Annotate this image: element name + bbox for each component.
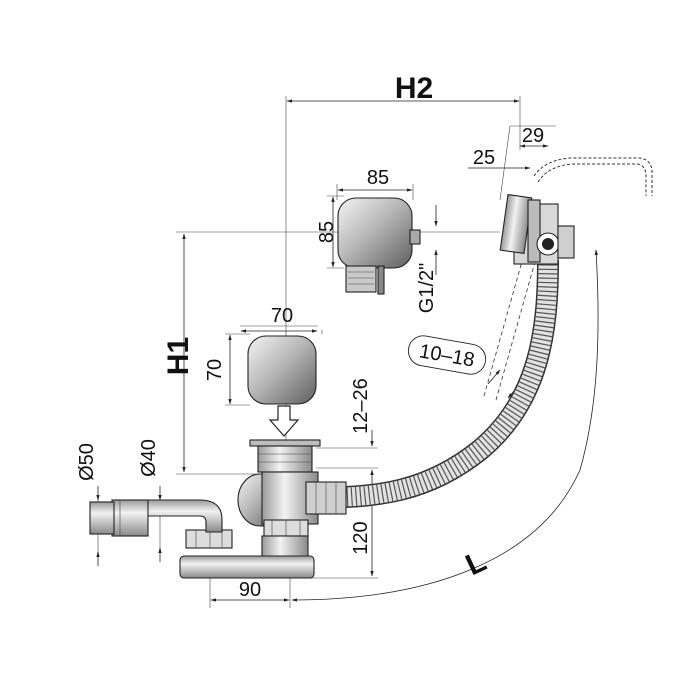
- labels: H2 H1 L 29 25 85 85 G1/2" 70 70 10–18 12…: [76, 72, 544, 601]
- label-50: Ø50: [76, 443, 98, 481]
- label-120: 120: [350, 521, 372, 554]
- label-85-width: 85: [367, 167, 389, 189]
- inlet-pipe-outline: [533, 157, 653, 196]
- label-12-26: 12–26: [350, 378, 372, 434]
- label-70-width: 70: [271, 305, 293, 327]
- flexible-hose: [299, 259, 559, 509]
- label-h1: H1: [162, 337, 195, 375]
- label-h2: H2: [395, 72, 433, 105]
- waste-assembly: [89, 439, 347, 579]
- label-29: 29: [522, 125, 544, 147]
- label-70-height: 70: [204, 359, 226, 381]
- drain-cap: [247, 335, 317, 437]
- label-10-18-box: 10–18: [407, 335, 487, 375]
- dimension-lines: [96, 96, 599, 608]
- label-40: Ø40: [138, 439, 160, 477]
- overflow-unit: [499, 193, 575, 265]
- label-90: 90: [239, 579, 261, 601]
- label-l: L: [461, 545, 492, 583]
- label-g12: G1/2": [416, 263, 438, 313]
- label-85-height: 85: [316, 221, 338, 243]
- label-25: 25: [473, 147, 495, 169]
- overflow-cap: [337, 197, 421, 295]
